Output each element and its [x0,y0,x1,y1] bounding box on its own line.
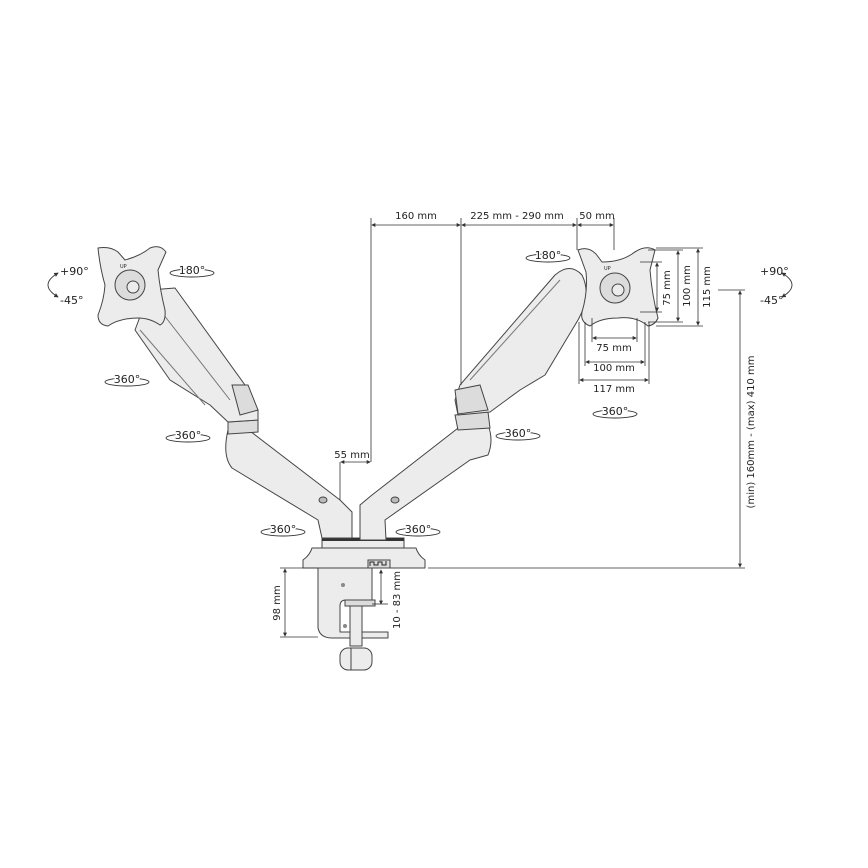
arm-offset-label: 160 mm [395,211,437,222]
vesa-v-100-label: 100 mm [682,265,693,307]
desk-base [302,537,426,569]
desk-thickness-label: 10 - 83 mm [392,571,403,629]
top-dimensions: 160 mm 225 mm - 290 mm 50 mm [370,211,615,462]
left-base-label: 360° [270,523,297,536]
up-label-right: UP [604,266,611,272]
left-arm [134,287,353,539]
right-base-label: 360° [405,523,432,536]
vesa-v-75-label: 75 mm [662,270,673,305]
left-tilt-up-label: +90° [60,265,89,278]
vesa-h-75-label: 75 mm [596,343,631,354]
clamp-height-label: 98 mm [272,585,283,620]
left-swivel-label: 180° [179,264,206,277]
left-vesa-plate: UP [97,246,167,327]
left-tilt-down-label: -45° [60,294,83,307]
vesa-h-100-label: 100 mm [593,363,635,374]
left-arm-upper-label: 360° [114,373,141,386]
pole-gap-label: 55 mm [334,450,369,461]
plate-offset-label: 50 mm [579,211,614,222]
right-arm [359,268,587,541]
clamp-knob [339,647,373,671]
right-vesa-plate: UP [577,247,659,327]
vesa-dimensions: 75 mm 100 mm 115 mm 75 mm 100 mm 117 mm [578,247,713,395]
right-swivel-label: 180° [535,249,562,262]
plate-width-label: 117 mm [593,384,635,395]
left-arm-lower-label: 360° [175,429,202,442]
right-tilt-up-label: +90° [760,265,789,278]
height-range-label: (min) 160mm - (max) 410 mm [746,356,757,509]
rotation-labels: +90° -45° +90° -45° 180° 360° 360° 360° … [47,248,793,538]
arm-extension-label: 225 mm - 290 mm [470,211,563,222]
base-dimensions: 55 mm (min) 160mm - (max) 410 mm 98 mm 1… [272,289,757,638]
right-arm-lower-label: 360° [505,427,532,440]
up-label: UP [120,264,127,270]
desk-clamp [317,567,389,671]
right-tilt-down-label: -45° [760,294,783,307]
right-plate-label: 360° [602,405,629,418]
plate-height-label: 115 mm [702,266,713,308]
